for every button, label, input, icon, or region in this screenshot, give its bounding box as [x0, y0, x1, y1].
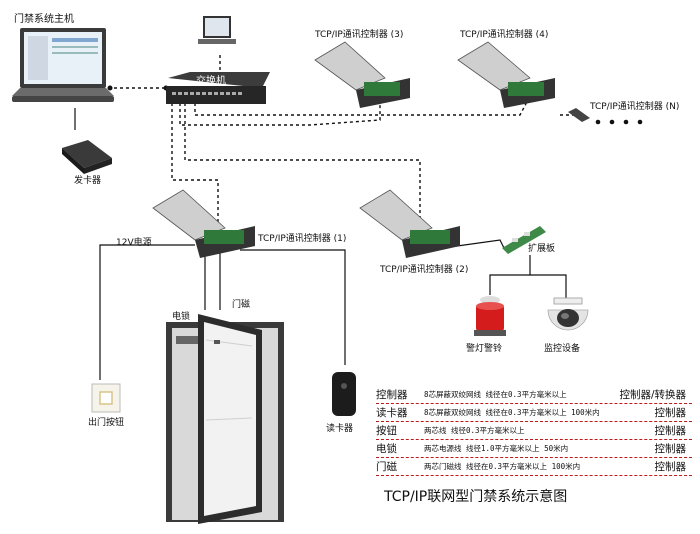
legend-target: 控制器	[654, 425, 687, 437]
door-icon	[166, 314, 284, 524]
legend-desc: 两芯线 线径0.3平方毫米以上	[424, 426, 525, 435]
legend-row: 按钮 两芯线 线径0.3平方毫米以上 控制器	[376, 424, 692, 441]
magnet-label: 门磁	[232, 300, 251, 310]
exit-button-icon	[91, 383, 121, 413]
expansion-label: 扩展板	[528, 244, 556, 254]
legend-rule	[376, 475, 692, 476]
legend-key: 控制器	[376, 389, 408, 401]
controller-2-label: TCP/IP通讯控制器 (2)	[380, 265, 469, 275]
device-wiring	[74, 108, 567, 380]
legend-key: 按钮	[376, 425, 397, 437]
legend-target: 控制器	[654, 461, 687, 473]
network-links	[108, 55, 575, 235]
controller-n-label: TCP/IP通讯控制器 (N)	[590, 102, 680, 112]
lock-label: 电锁	[172, 312, 191, 322]
legend-rule	[376, 403, 692, 404]
controller-1-label: TCP/IP通讯控制器 (1)	[258, 234, 347, 244]
camera-icon	[547, 297, 589, 331]
legend-desc: 8芯屏蔽双绞网线 线径在0.3平方毫米以上	[424, 390, 567, 399]
exit-button-label: 出门按钮	[88, 418, 125, 428]
legend-rule	[376, 439, 692, 440]
laptop-icon	[12, 28, 114, 102]
legend-key: 读卡器	[376, 407, 408, 419]
switch-icon	[166, 72, 270, 104]
legend-desc: 两芯门磁线 线径在0.3平方毫米以上 100米内	[424, 462, 581, 471]
controller-4-label: TCP/IP通讯控制器 (4)	[460, 30, 549, 40]
legend-desc: 8芯屏蔽双绞网线 线径在0.3平方毫米以上 100米内	[424, 408, 600, 417]
legend-row: 门磁 两芯门磁线 线径在0.3平方毫米以上 100米内 控制器	[376, 460, 692, 477]
monitor-icon	[198, 16, 236, 44]
power-label: 12V电源	[116, 238, 152, 248]
legend-rule	[376, 457, 692, 458]
legend-row: 读卡器 8芯屏蔽双绞网线 线径在0.3平方毫米以上 100米内 控制器	[376, 406, 692, 423]
card-reader-icon	[332, 372, 356, 416]
legend-desc: 两芯电源线 线径1.0平方毫米以上 50米内	[424, 444, 569, 453]
legend-row: 电锁 两芯电源线 线径1.0平方毫米以上 50米内 控制器	[376, 442, 692, 459]
legend-key: 电锁	[376, 443, 397, 455]
diagram-title: TCP/IP联网型门禁系统示意图	[384, 489, 568, 505]
legend-row: 控制器 8芯屏蔽双绞网线 线径在0.3平方毫米以上 控制器/转换器	[376, 388, 692, 405]
controller-1-icon	[152, 189, 255, 258]
legend-rule	[376, 421, 692, 422]
legend-target: 控制器/转换器	[619, 389, 686, 401]
controller-4-icon	[457, 41, 555, 108]
camera-label: 监控设备	[544, 344, 581, 354]
legend-target: 控制器	[654, 407, 687, 419]
card-issuer-label: 发卡器	[74, 176, 102, 186]
expansion-board-icon	[502, 226, 546, 254]
reader-label: 读卡器	[326, 424, 354, 434]
switch-label: 交换机	[196, 76, 226, 87]
controller-2-icon	[359, 189, 460, 258]
card-issuer-icon	[62, 140, 112, 174]
controller-3-icon	[314, 41, 410, 108]
alarm-icon	[474, 296, 506, 336]
alarm-label: 警灯警铃	[466, 344, 503, 354]
controller-3-label: TCP/IP通讯控制器 (3)	[315, 30, 404, 40]
host-label: 门禁系统主机	[14, 14, 74, 25]
legend-key: 门磁	[376, 461, 397, 473]
legend-target: 控制器	[654, 443, 687, 455]
controller-n-icon	[568, 108, 590, 122]
